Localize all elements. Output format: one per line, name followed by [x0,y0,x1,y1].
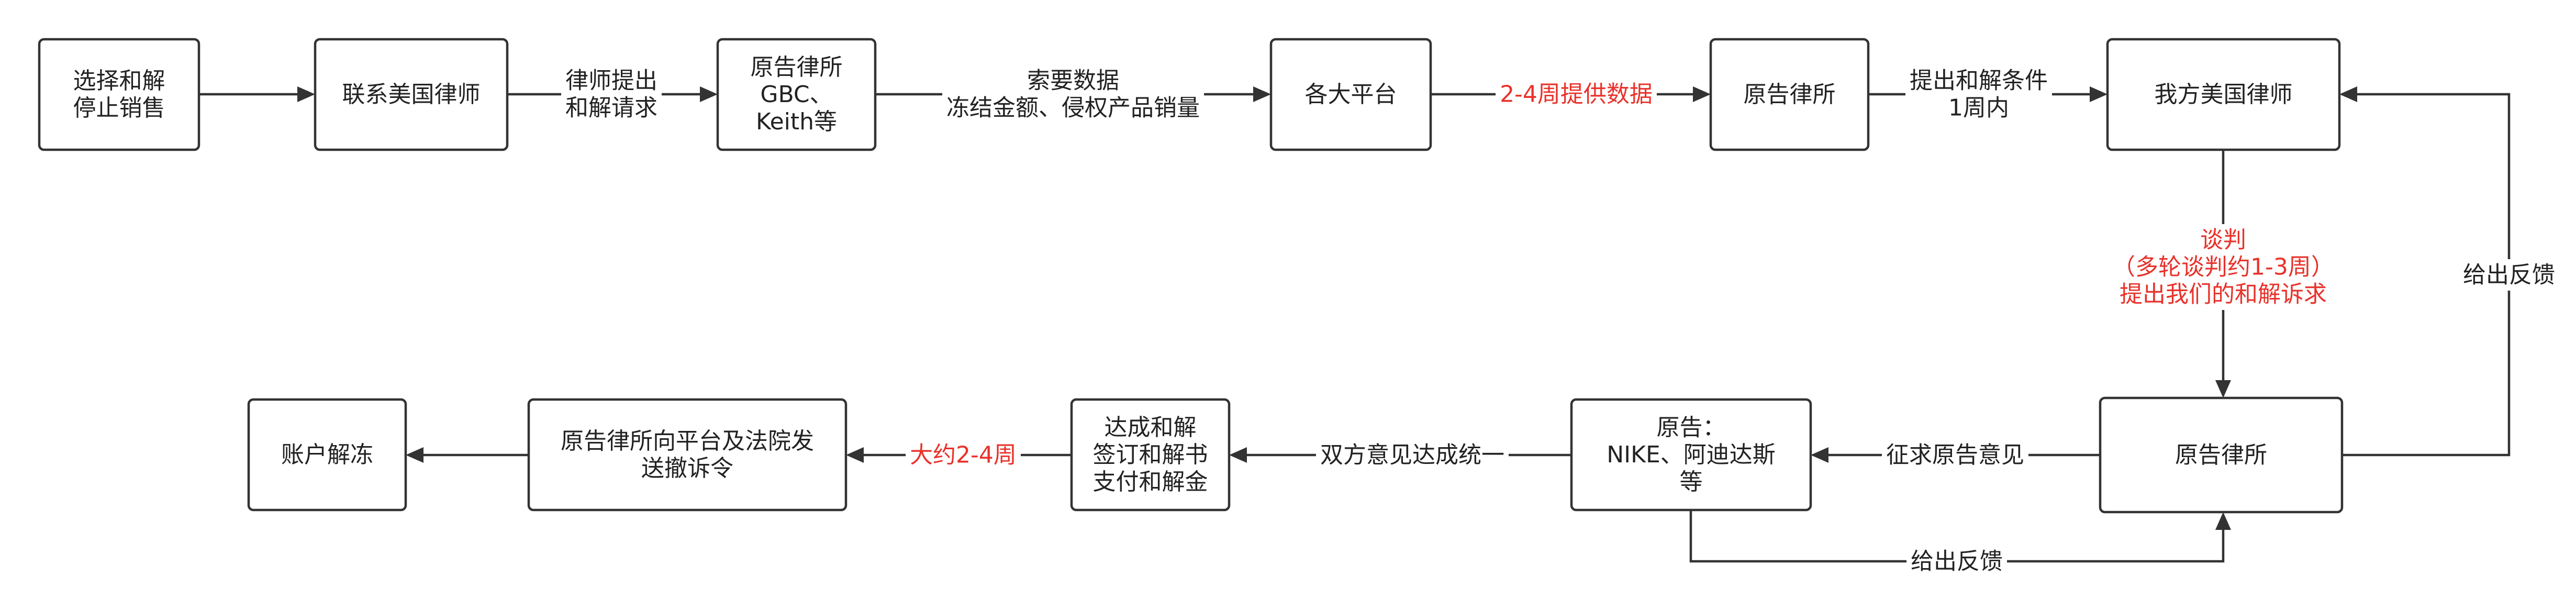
node-box [1709,38,1870,151]
arrowhead-icon [1693,86,1711,102]
node-n4: 各大平台 [1269,38,1432,151]
node-label: 原告律所 [751,54,843,81]
edge-label-line: 和解请求 [565,95,657,121]
node-label: 原告律所 [1744,81,1836,108]
node-box [38,38,200,151]
edge-e12 [406,447,529,463]
arrowhead-icon [1229,447,1247,463]
node-label: 停止销售 [73,95,165,121]
edge-label-line: 2-4周提供数据 [1500,81,1653,108]
edge-label-line: 双方意见达成统一 [1320,442,1504,469]
node-box [247,398,407,512]
edge-label-background [1905,65,2052,124]
arrowhead-icon [2215,512,2231,530]
edge-label-background [906,439,1021,471]
node-box [527,398,847,512]
edge-label-e11: 大约2-4周 [906,439,1021,471]
arrowhead-icon [2090,86,2107,102]
edge-label-e10: 双方意见达成统一 [1316,439,1509,471]
edge-label-e8: 征求原告意见 [1882,439,2028,471]
node-n5: 原告律所 [1709,38,1870,151]
edge-label-line: 1周内 [1948,95,2009,121]
arrowhead-icon [700,86,718,102]
node-label: 账户解冻 [281,441,373,468]
node-label: 签订和解书 [1093,441,1208,468]
node-label: 原告律所 [2175,442,2267,469]
edge-label-line: 谈判 [2200,227,2246,253]
nodes-layer: 选择和解停止销售联系美国律师原告律所GBC、Keith等各大平台原告律所我方美国… [38,38,2344,514]
node-label: 达成和解 [1105,414,1197,441]
node-box [716,38,877,151]
node-box [2106,38,2341,151]
edge-label-e7: 给出反馈 [2459,259,2559,291]
node-box [1269,38,1432,151]
edge-label-background [561,65,662,124]
edge-label-background [1496,79,1657,110]
edge-label-line: 索要数据 [1027,68,1119,94]
node-label: 送撤诉令 [641,455,733,482]
node-label: 原告： [1657,414,1726,441]
node-n2: 联系美国律师 [314,38,509,151]
arrowhead-icon [1811,447,1828,463]
arrowhead-icon [2339,86,2357,102]
node-n7: 原告律所 [2099,396,2344,514]
arrowhead-icon [1253,86,1271,102]
edge-label-background [2459,259,2559,291]
edge-label-line: 律师提出 [565,68,657,94]
edge-label-line: 冻结金额、侵权产品销量 [946,95,1200,121]
node-label: 各大平台 [1305,81,1397,108]
arrowhead-icon [406,447,423,463]
node-label: 原告律所向平台及法院发 [561,428,814,454]
edge-label-e9: 给出反馈 [1906,546,2007,577]
node-label: 联系美国律师 [342,81,481,108]
node-n11: 账户解冻 [247,398,407,512]
edge-label-line: （多轮谈判约1-3周） [2112,254,2334,281]
node-box [1070,398,1231,512]
edge-label-line: 提出我们的和解诉求 [2120,281,2327,308]
arrowhead-icon [297,86,315,102]
edge-label-e4: 2-4周提供数据 [1496,79,1657,110]
node-label: NIKE、阿迪达斯 [1607,441,1776,468]
edge-label-e6: 谈判（多轮谈判约1-3周）提出我们的和解诉求 [2108,224,2338,310]
node-box [2099,396,2344,514]
arrowhead-icon [846,447,864,463]
node-label: 选择和解 [73,68,165,94]
node-label: 等 [1680,469,1703,495]
node-n6: 我方美国律师 [2106,38,2341,151]
edge-label-line: 提出和解条件 [1910,68,2048,94]
node-label: Keith等 [756,108,837,135]
node-label: 我方美国律师 [2155,81,2293,108]
node-box [314,38,509,151]
edge-label-line: 给出反馈 [1911,548,2003,575]
edge-label-line: 大约2-4周 [910,442,1017,469]
edge-label-background [2108,224,2338,310]
edge-label-background [1882,439,2028,471]
edge-label-line: 征求原告意见 [1886,442,2024,469]
edge-label-line: 给出反馈 [2463,262,2555,289]
node-label: GBC、 [760,81,832,108]
node-label: 支付和解金 [1093,469,1208,495]
arrowhead-icon [2215,380,2231,398]
edge-label-background [1316,439,1509,471]
edge-label-background [1906,546,2007,577]
edge-e1 [199,86,315,102]
node-box [1570,398,1812,512]
edge-label-background [942,65,1204,124]
